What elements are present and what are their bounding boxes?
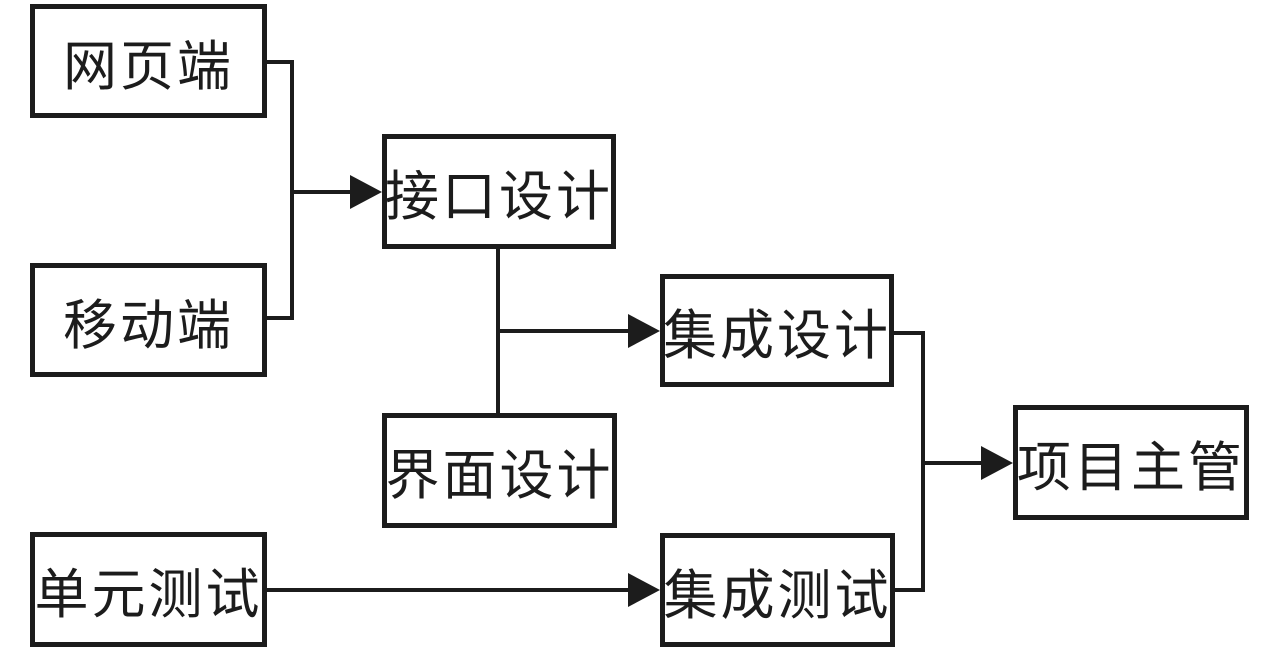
node-web: 网页端	[30, 4, 267, 118]
node-ui-design-label: 界面设计	[385, 446, 614, 506]
edge-int-bracket	[894, 331, 925, 592]
arrowhead-intdesign	[628, 314, 660, 348]
node-unit-test-label: 单元测试	[34, 565, 263, 625]
edge-web-mobile-bracket	[267, 60, 294, 320]
node-web-label: 网页端	[63, 36, 234, 97]
node-unit-test: 单元测试	[30, 532, 267, 647]
node-mobile: 移动端	[30, 263, 267, 377]
node-integration-design: 集成设计	[660, 274, 894, 387]
node-mobile-label: 移动端	[63, 295, 234, 356]
node-project-manager-label: 项目主管	[1017, 438, 1245, 498]
node-integration-test-label: 集成测试	[663, 565, 892, 626]
node-ui-design: 界面设计	[382, 413, 617, 528]
node-api-design-label: 接口设计	[385, 167, 613, 227]
arrowhead-manager	[981, 446, 1013, 480]
node-integration-test: 集成测试	[660, 533, 895, 647]
arrowhead-api	[350, 175, 382, 209]
node-project-manager: 项目主管	[1013, 405, 1249, 520]
node-api-design: 接口设计	[382, 134, 616, 249]
node-integration-design-label: 集成设计	[663, 306, 891, 366]
arrowhead-inttest	[628, 573, 660, 607]
